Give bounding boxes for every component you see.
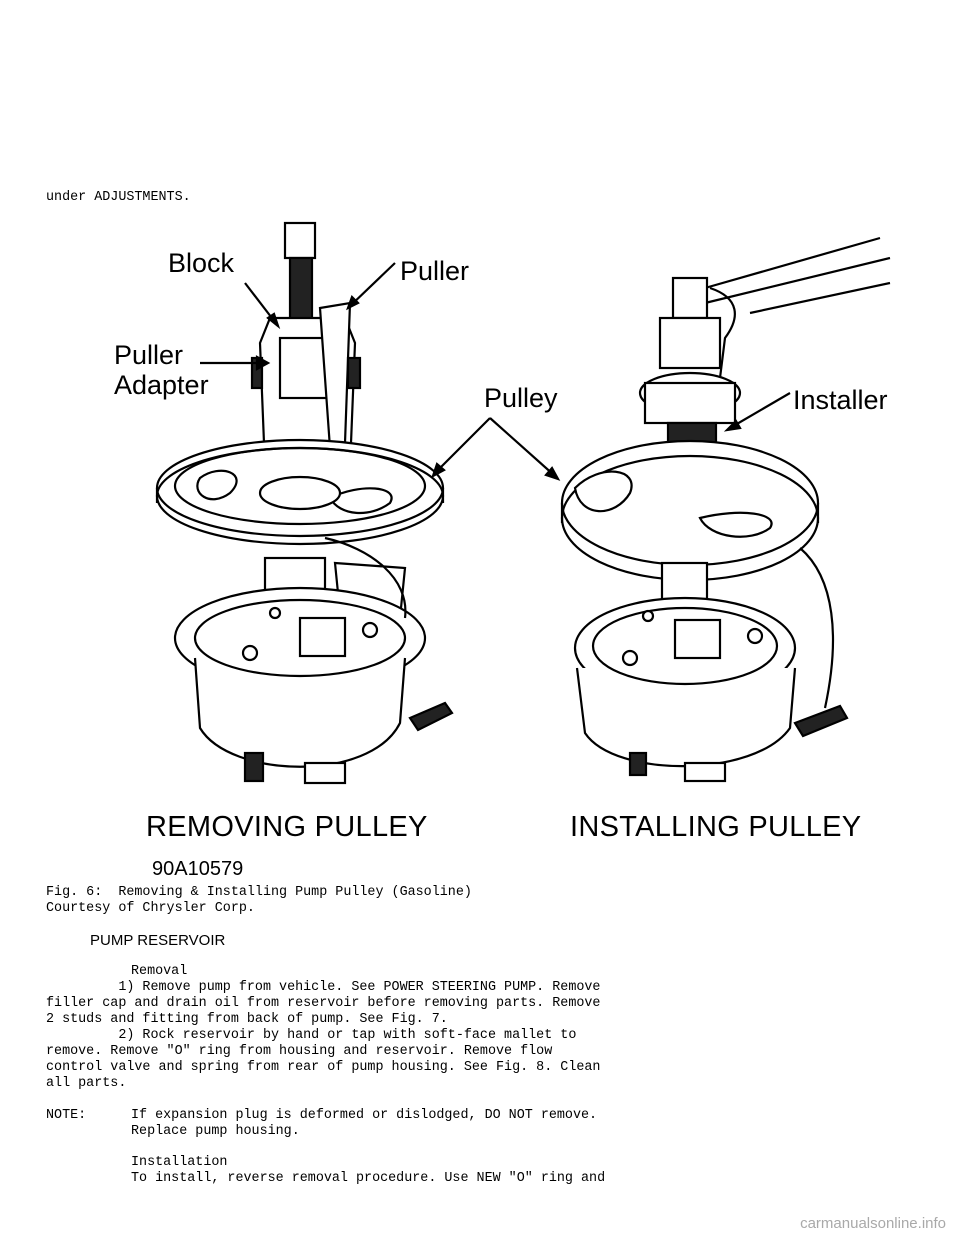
label-puller-adapter-2: Adapter (114, 370, 209, 400)
removal-heading: Removal (131, 964, 188, 979)
body-line-5: remove. Remove "O" ring from housing and… (46, 1044, 553, 1059)
figure-code: 90A10579 (152, 858, 244, 880)
body-line-4: 2) Rock reservoir by hand or tap with so… (46, 1028, 577, 1043)
note-label: NOTE: (46, 1108, 87, 1123)
pump-pulley-illustration (155, 221, 891, 785)
section-heading: PUMP RESERVOIR (90, 932, 226, 949)
figure-caption-line2: Courtesy of Chrysler Corp. (46, 901, 255, 916)
installation-line: To install, reverse removal procedure. U… (131, 1171, 606, 1186)
watermark[interactable]: carmanualsonline.info (800, 1215, 946, 1232)
body-line-1: 1) Remove pump from vehicle. See POWER S… (46, 980, 601, 995)
label-puller-adapter-1: Puller (114, 340, 184, 370)
pump-pulley-figure: Block Puller Puller Adapter Pulley Insta… (100, 218, 920, 883)
label-pulley: Pulley (484, 383, 558, 413)
note-line-1: If expansion plug is deformed or dislodg… (131, 1108, 598, 1123)
body-line-7: all parts. (46, 1076, 127, 1091)
figure-caption-line1: Fig. 6: Removing & Installing Pump Pulle… (46, 885, 472, 900)
note-line-2: Replace pump housing. (131, 1124, 300, 1139)
installation-heading: Installation (131, 1155, 228, 1170)
body-line-6: control valve and spring from rear of pu… (46, 1060, 601, 1075)
removing-pulley-caption: REMOVING PULLEY (146, 811, 428, 843)
top-text: under ADJUSTMENTS. (46, 190, 191, 205)
label-block: Block (168, 248, 235, 278)
label-installer: Installer (793, 385, 888, 415)
label-puller: Puller (400, 256, 470, 286)
body-line-2: filler cap and drain oil from reservoir … (46, 996, 601, 1011)
body-line-3: 2 studs and fitting from back of pump. S… (46, 1012, 448, 1027)
installing-pulley-caption: INSTALLING PULLEY (570, 811, 862, 843)
